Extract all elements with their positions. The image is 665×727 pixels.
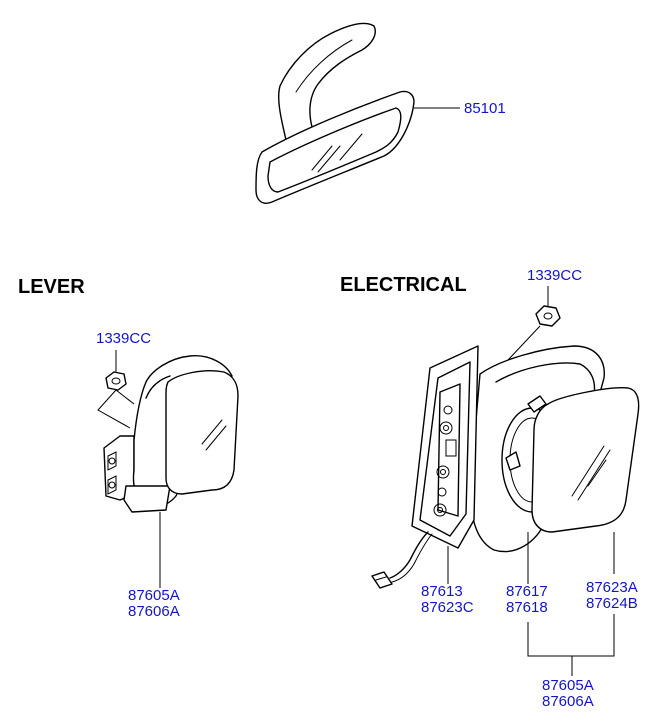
part-number-motor-b: 87618 bbox=[506, 599, 548, 616]
part-number-lever-mirror-b: 87606A bbox=[128, 603, 180, 620]
part-number-motor-a: 87617 bbox=[506, 583, 548, 600]
electrical-connector bbox=[371, 571, 393, 589]
lever-glass bbox=[165, 370, 239, 495]
part-number-cover-a: 87613 bbox=[421, 583, 463, 600]
mirror-housing bbox=[255, 90, 415, 204]
lever-nut bbox=[105, 371, 127, 391]
lever-mirror bbox=[97, 350, 239, 588]
rear-view-mirror bbox=[255, 22, 460, 204]
electrical-cover-plate bbox=[411, 345, 479, 549]
part-number-cover-b: 87623C bbox=[421, 599, 474, 616]
part-number-assembly-b: 87606A bbox=[542, 693, 594, 710]
part-number-glass-b: 87624B bbox=[586, 595, 638, 612]
part-number-glass-a: 87623A bbox=[586, 579, 638, 596]
part-number-lever-mirror-a: 87605A bbox=[128, 587, 180, 604]
mirror-glass bbox=[267, 107, 402, 193]
mirror-stem bbox=[277, 22, 376, 141]
electrical-mirror bbox=[371, 286, 640, 676]
part-number-assembly-a: 87605A bbox=[542, 677, 594, 694]
electrical-wire bbox=[389, 531, 429, 579]
electrical-glass bbox=[531, 387, 640, 533]
part-number-lever-nut: 1339CC bbox=[96, 330, 151, 347]
lever-heading: LEVER bbox=[18, 276, 85, 298]
electrical-heading: ELECTRICAL bbox=[340, 274, 467, 296]
part-number-rear-mirror: 85101 bbox=[464, 100, 506, 117]
electrical-nut bbox=[535, 305, 561, 327]
part-number-electrical-nut: 1339CC bbox=[527, 267, 582, 284]
